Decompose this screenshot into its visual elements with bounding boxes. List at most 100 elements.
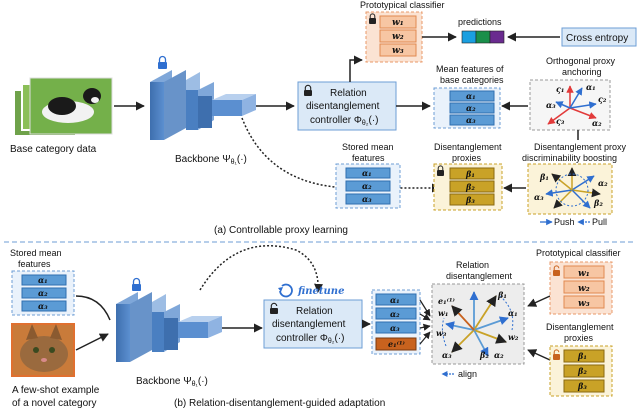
- beta1-bottom: β₁: [577, 351, 587, 361]
- proto-w2-top: w₂: [392, 32, 404, 42]
- stored-alpha1-bottom: α₁: [38, 275, 48, 285]
- ortho-label-a3: α₃: [546, 100, 556, 110]
- stored-line2-top: features: [352, 153, 385, 163]
- boost-line2: discriminability boosting: [522, 153, 617, 163]
- alpha-stack-bottom: [375, 293, 417, 351]
- alpha1-top: α₁: [466, 91, 476, 101]
- fewshot-line1: A few-shot example: [12, 385, 100, 396]
- proto-title-top: Prototypical classifier: [360, 0, 445, 10]
- ortho-label-s1: ς₁: [556, 84, 564, 94]
- novel-e1: e₁⁽¹⁾: [388, 339, 405, 349]
- beta1-top: β₁: [465, 169, 475, 179]
- prediction-bar-3: [489, 30, 505, 44]
- beta3-bottom: β₃: [577, 381, 587, 391]
- rel-label-w3: w₃: [436, 328, 447, 338]
- ortho-label-s2: ς₂: [598, 94, 607, 104]
- lock-icon: [132, 277, 141, 291]
- arrow-cat-backbone: [75, 333, 109, 351]
- mean-features-line1: Mean features of: [436, 64, 504, 74]
- base-data-label: Base category data: [10, 144, 97, 155]
- rel-label-a3: α₃: [442, 350, 452, 360]
- rel-label-w2: w₂: [508, 332, 519, 342]
- alpha3-bottom: α₃: [390, 323, 400, 333]
- dis-proxies-line2-bottom: proxies: [564, 333, 594, 343]
- arrow-proto-relation: [527, 295, 551, 307]
- arrow-stored-backbone: [75, 295, 111, 321]
- beta2-bottom: β₂: [577, 366, 587, 376]
- dis-proxies-line1-bottom: Disentanglement: [546, 322, 614, 332]
- base-image-stack: [13, 77, 113, 137]
- alpha2-top: α₂: [466, 103, 476, 113]
- finetune-label: finetune: [297, 286, 344, 297]
- rel-label-a1: α₁: [508, 308, 518, 318]
- boost-label-a3: α₃: [534, 192, 544, 202]
- stored-alpha3-bottom: α₃: [38, 301, 48, 311]
- boost-label-a2: α₂: [598, 178, 608, 188]
- beta2-top: β₂: [465, 182, 475, 192]
- boost-line1: Disentanglement proxy: [534, 142, 627, 152]
- cat-image: [11, 323, 75, 377]
- boost-label-b1: β₁: [539, 172, 549, 182]
- predictions-label: predictions: [458, 17, 502, 27]
- relation-line2: disentanglement: [446, 271, 513, 281]
- rel-label-b2: β₂: [479, 350, 489, 360]
- unlock-icon: [270, 302, 278, 314]
- caption-a: (a) Controllable proxy learning: [214, 225, 348, 236]
- controller-line1-bottom: Relation: [296, 306, 333, 317]
- controller-line3-top: controller Φθ₂(·): [310, 115, 379, 127]
- alpha2-bottom: α₂: [390, 309, 400, 319]
- cross-entropy-label: Cross entropy: [566, 33, 628, 44]
- ortho-line2: anchoring: [562, 67, 602, 77]
- proto-w1-bottom: w₁: [578, 269, 590, 279]
- ortho-label-a2: α₂: [592, 118, 602, 128]
- caption-b: (b) Relation-disentanglement-guided adap…: [174, 398, 385, 409]
- boost-rays: [545, 167, 601, 209]
- alpha3-top: α₃: [466, 115, 476, 125]
- ortho-label-a1: α₁: [586, 82, 596, 92]
- arrow-controller-proto: [349, 55, 363, 82]
- ortho-label-s3: ς₃: [556, 116, 565, 126]
- cross-entropy-box: [561, 27, 637, 47]
- ortho-line1: Orthogonal proxy: [546, 56, 616, 66]
- proto-w2-bottom: w₂: [578, 284, 590, 294]
- beta-stack-bottom: [563, 349, 605, 393]
- lock-icon: [158, 55, 167, 69]
- proto-title-bottom: Prototypical classifier: [536, 248, 621, 258]
- alpha1-bottom: α₁: [390, 295, 400, 305]
- stored-alpha2-top: α₂: [362, 181, 372, 191]
- stored-line1-bottom: Stored mean: [10, 248, 62, 258]
- ortho-axes: [547, 85, 597, 125]
- stored-line1-top: Stored mean: [342, 142, 394, 152]
- alpha-stack-top: [449, 90, 495, 126]
- prediction-bar-1: [461, 30, 477, 44]
- proto-w3-bottom: w₃: [578, 299, 590, 309]
- pull-label: Pull: [592, 217, 607, 227]
- stored-line2-bottom: features: [18, 259, 51, 269]
- beta3-top: β₃: [465, 195, 475, 205]
- controller-box-bottom: [263, 299, 363, 349]
- stored-alpha3-top: α₃: [362, 194, 372, 204]
- mean-features-line2: base categories: [440, 75, 504, 85]
- prediction-bar-2: [475, 30, 491, 44]
- lock-icon: [304, 84, 312, 96]
- backbone-block-top: [150, 70, 256, 140]
- stored-alpha1-top: α₁: [362, 168, 372, 178]
- controller-line2-bottom: disentanglement: [272, 319, 346, 330]
- push-label: Push: [554, 217, 575, 227]
- unlock-icon: [553, 265, 560, 276]
- stored-alpha2-bottom: α₂: [38, 288, 48, 298]
- unlock-icon: [553, 349, 560, 360]
- stored-stack-top: [345, 167, 391, 205]
- proto-stack-bottom: [563, 265, 605, 309]
- finetune-icon[interactable]: [278, 283, 293, 298]
- dis-proxies-line2-top: proxies: [452, 153, 482, 163]
- controller-line2-top: disentanglement: [306, 101, 380, 112]
- boost-label-b2: β₂: [593, 198, 603, 208]
- proto-w3-top: w₃: [392, 46, 404, 56]
- arrows-stack-relation: [419, 299, 431, 345]
- rel-label-b1: β₁: [497, 290, 507, 300]
- relation-rays: [441, 291, 514, 357]
- backbone-label-bottom: Backbone Ψθ₁(·): [136, 376, 208, 388]
